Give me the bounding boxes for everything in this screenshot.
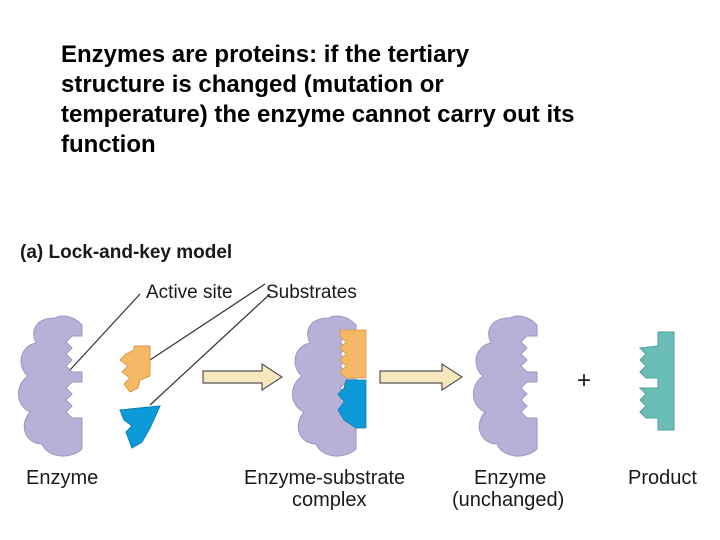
blue-substrate bbox=[119, 405, 161, 449]
active-site-label: Active site bbox=[146, 282, 233, 303]
bound-orange-substrate bbox=[339, 329, 367, 379]
enzyme-after-label-line2: (unchanged) bbox=[452, 489, 564, 511]
enzyme-after-label-line1: Enzyme bbox=[474, 467, 546, 489]
substrates-leader-2 bbox=[149, 293, 271, 406]
enzyme-shape-after bbox=[472, 315, 538, 457]
heading-line-1: Enzymes are proteins: if the tertiary bbox=[61, 41, 470, 68]
complex-label-line1: Enzyme-substrate bbox=[244, 467, 405, 489]
active-site-leader bbox=[69, 293, 141, 371]
substrates-label: Substrates bbox=[266, 282, 357, 303]
enzyme-shape-initial bbox=[17, 315, 83, 457]
plus-sign: + bbox=[577, 367, 591, 394]
bound-blue-substrate bbox=[337, 379, 367, 429]
enzyme-label: Enzyme bbox=[26, 467, 98, 489]
panel-label: (a) Lock-and-key model bbox=[20, 242, 232, 263]
orange-substrate bbox=[119, 345, 151, 393]
slide-heading: Enzymes are proteins: if the tertiary st… bbox=[61, 40, 691, 160]
heading-line-4: function bbox=[61, 131, 156, 158]
complex-label-line2: complex bbox=[292, 489, 366, 511]
substrates-leader-1 bbox=[149, 283, 266, 361]
product-label: Product bbox=[628, 467, 697, 489]
enzyme-substrate-complex bbox=[291, 315, 367, 457]
heading-line-2: structure is changed (mutation or bbox=[61, 71, 444, 98]
reaction-arrow-1 bbox=[202, 362, 284, 392]
reaction-arrow-2 bbox=[379, 362, 464, 392]
heading-line-3: temperature) the enzyme cannot carry out… bbox=[61, 101, 575, 128]
product-shape bbox=[638, 331, 675, 431]
